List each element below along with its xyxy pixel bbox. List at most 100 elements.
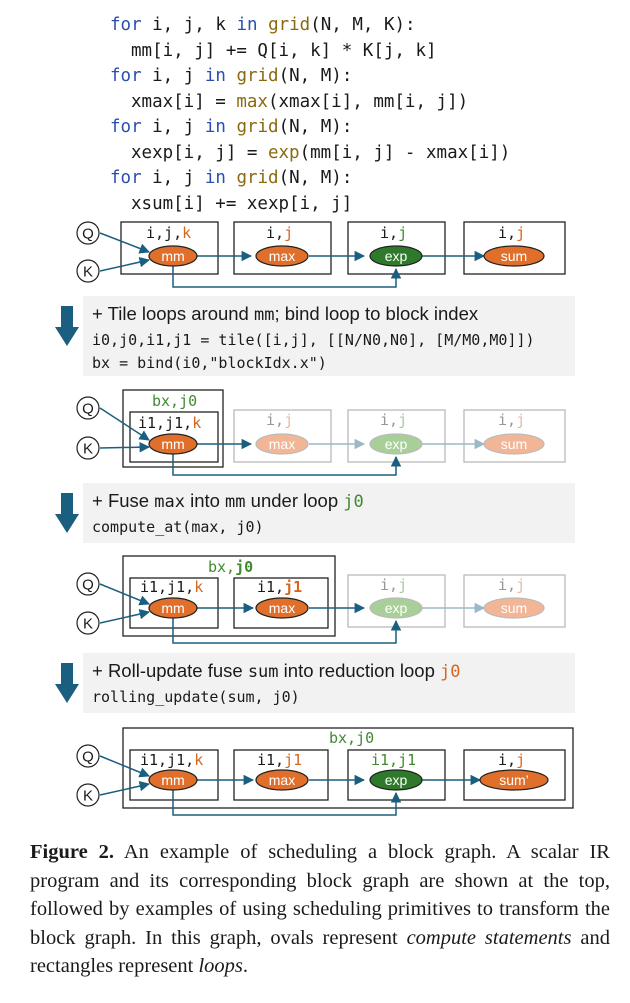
node-sum bbox=[483, 433, 545, 455]
loop-label: i1,j1 bbox=[257, 578, 302, 596]
edge-q-mm bbox=[99, 755, 150, 778]
step-1: + Tile loops around mm; bind loop to blo… bbox=[55, 296, 575, 376]
node-mm-label: mm bbox=[161, 772, 184, 788]
node-max-label: max bbox=[269, 772, 295, 788]
node-exp-label: exp bbox=[385, 248, 408, 264]
node-mm-label: mm bbox=[161, 248, 184, 264]
loop-box-max bbox=[233, 221, 332, 275]
caption-text: An example of scheduling a block graph. … bbox=[30, 841, 610, 949]
edge-k-mm bbox=[99, 441, 151, 453]
loop-box-mm bbox=[120, 221, 219, 275]
input-k bbox=[76, 611, 100, 635]
loop-box-i1-j1-k bbox=[129, 577, 219, 629]
edge-q-mm bbox=[99, 583, 150, 606]
node-max bbox=[255, 597, 309, 619]
loop-label: i,j bbox=[266, 224, 293, 242]
step-code-line: i0,j0,i1,j1 = tile([i,j], [[N/N0,N0], [M… bbox=[92, 331, 535, 349]
node-exp-label: exp bbox=[385, 600, 408, 616]
loop-label: i,j bbox=[498, 224, 525, 242]
input-q bbox=[76, 572, 100, 596]
input-k-label: K bbox=[83, 788, 93, 805]
input-q bbox=[76, 396, 100, 420]
node-mm bbox=[148, 769, 198, 791]
input-q bbox=[76, 221, 100, 245]
node-exp-label: exp bbox=[385, 772, 408, 788]
node-max bbox=[255, 769, 309, 791]
loop-label: i1,j1 bbox=[257, 751, 302, 769]
block-graph-3: bx,j0 i1,j1,k i1,j1 i,j i,j Q K mm max e… bbox=[76, 555, 566, 644]
input-q-label: Q bbox=[82, 577, 94, 594]
loop-box-sum bbox=[463, 409, 566, 463]
input-k-label: K bbox=[83, 616, 93, 633]
node-exp bbox=[369, 597, 423, 619]
step-3: + Roll-update fuse sum into reduction lo… bbox=[55, 653, 575, 713]
loop-box-i1-j1-k bbox=[129, 411, 219, 463]
loop-label: i,j bbox=[380, 576, 407, 594]
code-line-8: xsum[i] += xexp[i, j] bbox=[131, 194, 352, 214]
input-q bbox=[76, 744, 100, 768]
code-line-4: xmax[i] = max(xmax[i], mm[i, j]) bbox=[131, 92, 468, 112]
node-max-label: max bbox=[269, 248, 295, 264]
edge-k-mm bbox=[99, 608, 151, 624]
loop-label: bx,j0 bbox=[329, 729, 374, 747]
loop-label: bx,j0 bbox=[152, 392, 197, 410]
input-k-label: K bbox=[83, 441, 93, 458]
edge-k-mm bbox=[99, 256, 151, 272]
node-sum-label: sum bbox=[501, 436, 527, 452]
step-panel bbox=[83, 653, 575, 713]
node-sum bbox=[483, 597, 545, 619]
loop-box-max bbox=[233, 409, 332, 463]
code-line-1: for i, j, k in grid(N, M, K): bbox=[110, 15, 416, 35]
input-q-label: Q bbox=[82, 401, 94, 418]
input-k-label: K bbox=[83, 264, 93, 281]
loop-label: i,j bbox=[380, 224, 407, 242]
loop-box-i1-j1 bbox=[233, 749, 329, 801]
down-arrow-icon bbox=[55, 663, 79, 703]
node-exp bbox=[369, 769, 423, 791]
input-k bbox=[76, 259, 100, 283]
loop-label: i,j bbox=[498, 576, 525, 594]
node-max bbox=[255, 433, 309, 455]
edge-q-mm bbox=[99, 232, 150, 254]
edge-mm-exp bbox=[172, 618, 402, 644]
input-k bbox=[76, 783, 100, 807]
loop-label: i1,j1 bbox=[371, 751, 416, 769]
loop-label: i1,j1,k bbox=[140, 578, 203, 596]
node-sum-prime-label: sum’ bbox=[499, 772, 529, 788]
caption-emphasis: compute statements bbox=[406, 926, 572, 949]
loop-label: i,j bbox=[266, 411, 293, 429]
edge-q-mm bbox=[99, 407, 150, 441]
step-panel bbox=[83, 296, 575, 376]
loop-label: i,j,k bbox=[146, 224, 191, 242]
loop-label: i,j bbox=[380, 411, 407, 429]
faded-loops: i,j i,j i,j bbox=[233, 409, 566, 463]
loop-label: i,j bbox=[498, 411, 525, 429]
caption-text: and rectangles represent bbox=[30, 926, 610, 978]
code-line-5: for i, j in grid(N, M): bbox=[110, 117, 352, 137]
step-panel bbox=[83, 483, 575, 543]
figure-caption: Figure 2. An example of scheduling a blo… bbox=[30, 838, 610, 981]
step-title: + Fuse max into mm under loop j0 bbox=[92, 490, 364, 512]
block-graph-4: bx,j0 i1,j1,k i1,j1 i1,j1 i,j Q K mm max… bbox=[76, 727, 574, 816]
scalar-ir-program: for i, j, k in grid(N, M, K): mm[i, j] +… bbox=[110, 15, 510, 214]
node-sum-label: sum bbox=[501, 600, 527, 616]
loop-label: i,j bbox=[498, 751, 525, 769]
loop-box-bx-j0 bbox=[122, 727, 574, 809]
node-mm-label: mm bbox=[161, 600, 184, 616]
node-mm-label: mm bbox=[161, 436, 184, 452]
code-line-2: mm[i, j] += Q[i, k] * K[j, k] bbox=[131, 41, 437, 61]
loop-box-i1-j1 bbox=[233, 577, 329, 629]
loop-box-sum bbox=[463, 749, 566, 801]
step-title: + Tile loops around mm; bind loop to blo… bbox=[92, 303, 479, 325]
loop-box-sum bbox=[463, 574, 566, 628]
code-line-3: for i, j in grid(N, M): bbox=[110, 66, 352, 86]
loop-label: bx,j0 bbox=[208, 558, 253, 576]
block-graph-2: bx,j0 i1,j1,k i,j i,j i,j Q K mm max exp… bbox=[76, 389, 566, 476]
edge-mm-exp bbox=[172, 266, 402, 288]
node-exp bbox=[369, 433, 423, 455]
node-sum-label: sum bbox=[501, 248, 527, 264]
node-exp bbox=[369, 245, 423, 267]
caption-label: Figure 2. bbox=[30, 841, 115, 863]
caption-text: . bbox=[242, 955, 249, 977]
node-sum-prime bbox=[479, 769, 549, 791]
